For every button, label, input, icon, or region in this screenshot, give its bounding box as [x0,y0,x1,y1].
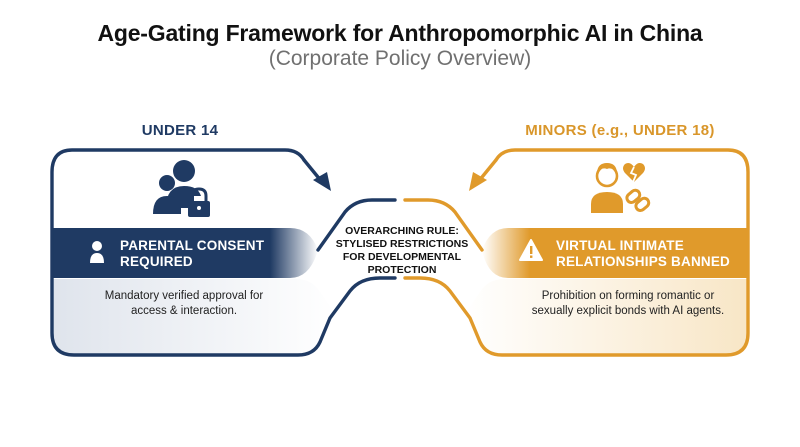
right-desc-line2: sexually explicit bonds with AI agents. [531,305,725,317]
right-arrowhead [469,172,487,191]
center-rule-line2: STYLISED RESTRICTIONS [335,238,469,250]
right-desc-panel [464,279,748,355]
person-icon [90,241,104,263]
right-band-label: VIRTUAL INTIMATE RELATIONSHIPS BANNED [556,238,746,270]
users-lock-icon [153,160,210,217]
center-rule: OVERARCHING RULE: STYLISED RESTRICTIONS … [330,225,474,277]
left-band-label: PARENTAL CONSENT REQUIRED [120,238,300,270]
left-heading: UNDER 14 [141,122,219,139]
right-outline [403,148,750,357]
left-description: Mandatory verified approval for access &… [64,289,304,319]
page-title: Age-Gating Framework for Anthropomorphic… [97,20,703,46]
right-heading: MINORS (e.g., UNDER 18) [525,122,715,139]
left-band-line1: PARENTAL CONSENT [120,238,265,253]
right-desc-line1: Prohibition on forming romantic or [541,290,715,302]
left-desc-line2: access & interaction. [130,305,238,317]
right-band-line1: VIRTUAL INTIMATE [556,238,684,253]
left-band-line2: REQUIRED [120,254,193,269]
right-band [482,228,748,278]
left-desc-panel [52,279,336,355]
left-arrowhead [313,172,331,191]
left-outline [50,148,397,357]
center-rule-line1: OVERARCHING RULE: [345,225,459,237]
page-subtitle: (Corporate Policy Overview) [268,47,532,70]
right-upper-connector [403,198,484,252]
person-broken-heart-link-icon [591,163,651,213]
right-description: Prohibition on forming romantic or sexua… [508,289,748,319]
left-desc-line1: Mandatory verified approval for [104,290,264,302]
warning-icon [519,239,543,261]
center-rule-line4: PROTECTION [367,264,437,276]
right-band-line2: RELATIONSHIPS BANNED [556,254,731,269]
center-rule-line3: FOR DEVELOPMENTAL [342,251,462,263]
left-band [52,228,318,278]
left-upper-connector [316,198,397,252]
